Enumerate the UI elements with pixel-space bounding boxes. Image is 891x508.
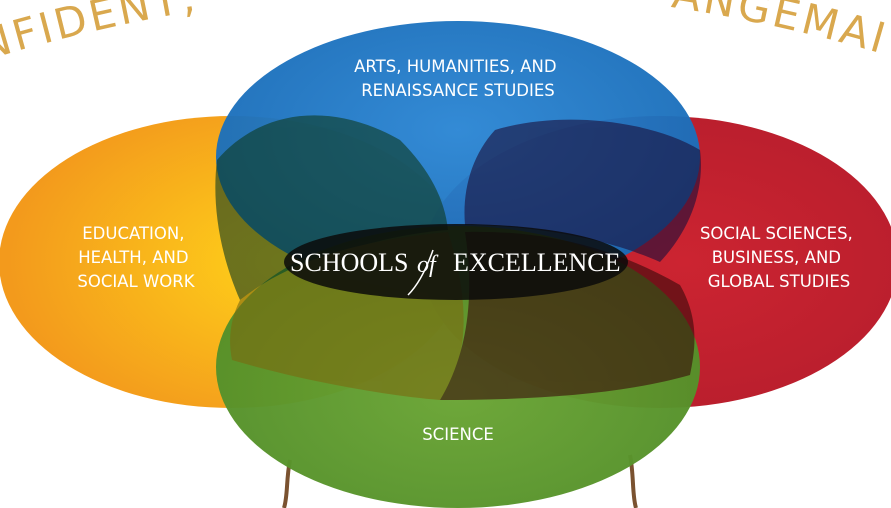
- science-label: SCIENCE: [422, 425, 494, 444]
- arts-humanities-label: ARTS, HUMANITIES, AND RENAISSANCE STUDIE…: [354, 57, 562, 100]
- wordmark-schools: SCHOOLS: [290, 248, 408, 277]
- banner-right-text: ANGEMAI: [669, 0, 891, 63]
- education-label: EDUCATION, HEALTH, AND SOCIAL WORK: [77, 224, 195, 291]
- social-sciences-label: SOCIAL SCIENCES, BUSINESS, AND GLOBAL ST…: [700, 224, 858, 291]
- schools-of-excellence-wordmark: SCHOOLS of EXCELLENCE: [290, 248, 621, 296]
- center-band: [284, 224, 628, 300]
- banner-left-text: ONFIDENT,: [0, 0, 201, 81]
- wordmark-excellence: EXCELLENCE: [453, 248, 621, 277]
- wordmark-of: of: [417, 252, 439, 278]
